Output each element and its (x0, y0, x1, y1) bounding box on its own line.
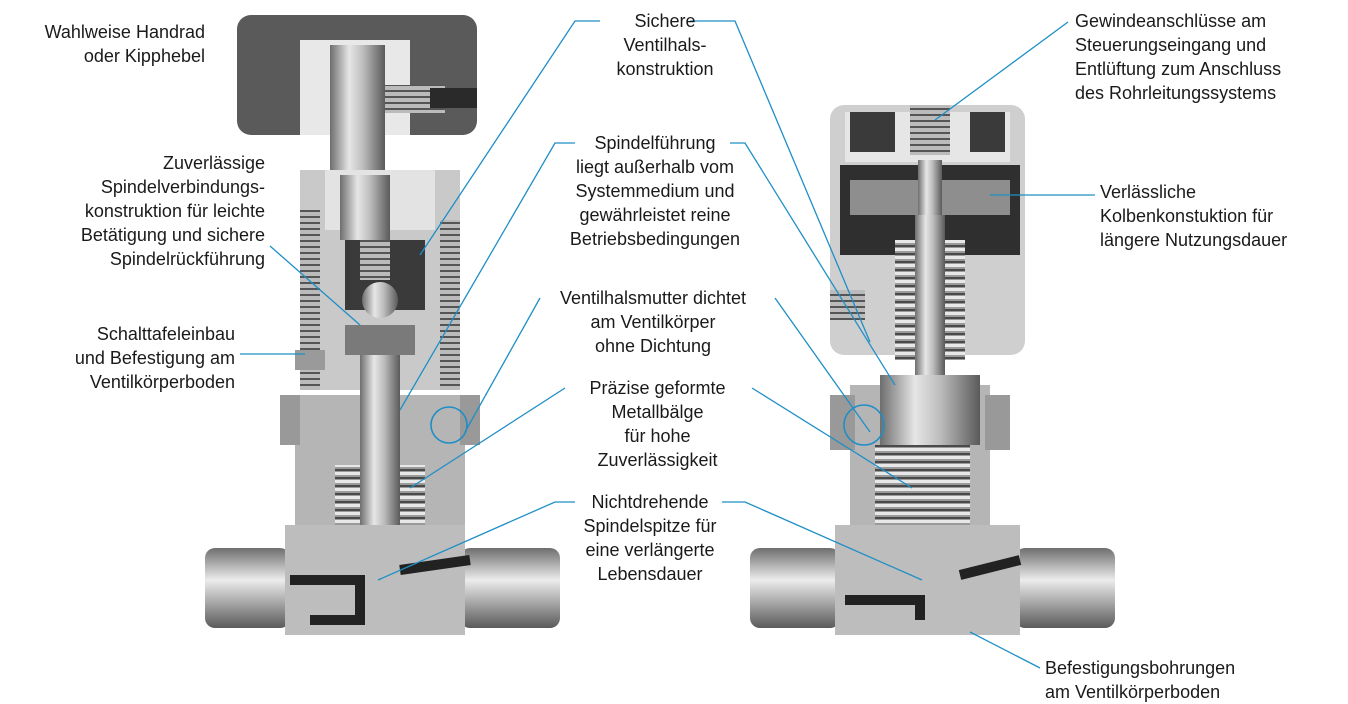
label-piston: Verlässliche Kolbenkonstuktion für länge… (1100, 182, 1288, 250)
right-inlet-port (750, 548, 840, 628)
label-handwheel: Wahlweise Handrad oder Kipphebel (44, 22, 205, 66)
leader-lines (240, 20, 1095, 669)
label-bonnet-nut: Ventilhalsmutter dichtet am Ventilkörper… (559, 288, 747, 356)
label-bonnet: Sichere Ventilhals- konstruktion (616, 11, 714, 79)
label-panel-mount: Schalttafeleinbau und Befestigung am Ven… (74, 324, 235, 392)
label-mount-holes: Befestigungsbohrungen am Ventilkörperbod… (1045, 658, 1236, 702)
label-threaded-ports: Gewindeanschlüsse am Steuerungseingang u… (1075, 11, 1282, 103)
label-stem-guide: Spindelführung liegt außerhalb vom Syste… (569, 133, 741, 249)
right-outlet-port (1015, 548, 1115, 628)
left-valve (205, 15, 560, 635)
label-stem-connection: Zuverlässige Spindelverbindungs- konstru… (80, 153, 265, 269)
left-outlet-port (460, 548, 560, 628)
left-inlet-port (205, 548, 290, 628)
label-bellows: Präzise geformte Metallbälge für hohe Zu… (589, 378, 726, 470)
right-valve (750, 105, 1115, 635)
label-stem-tip: Nichtdrehende Spindelspitze für eine ver… (583, 492, 717, 584)
